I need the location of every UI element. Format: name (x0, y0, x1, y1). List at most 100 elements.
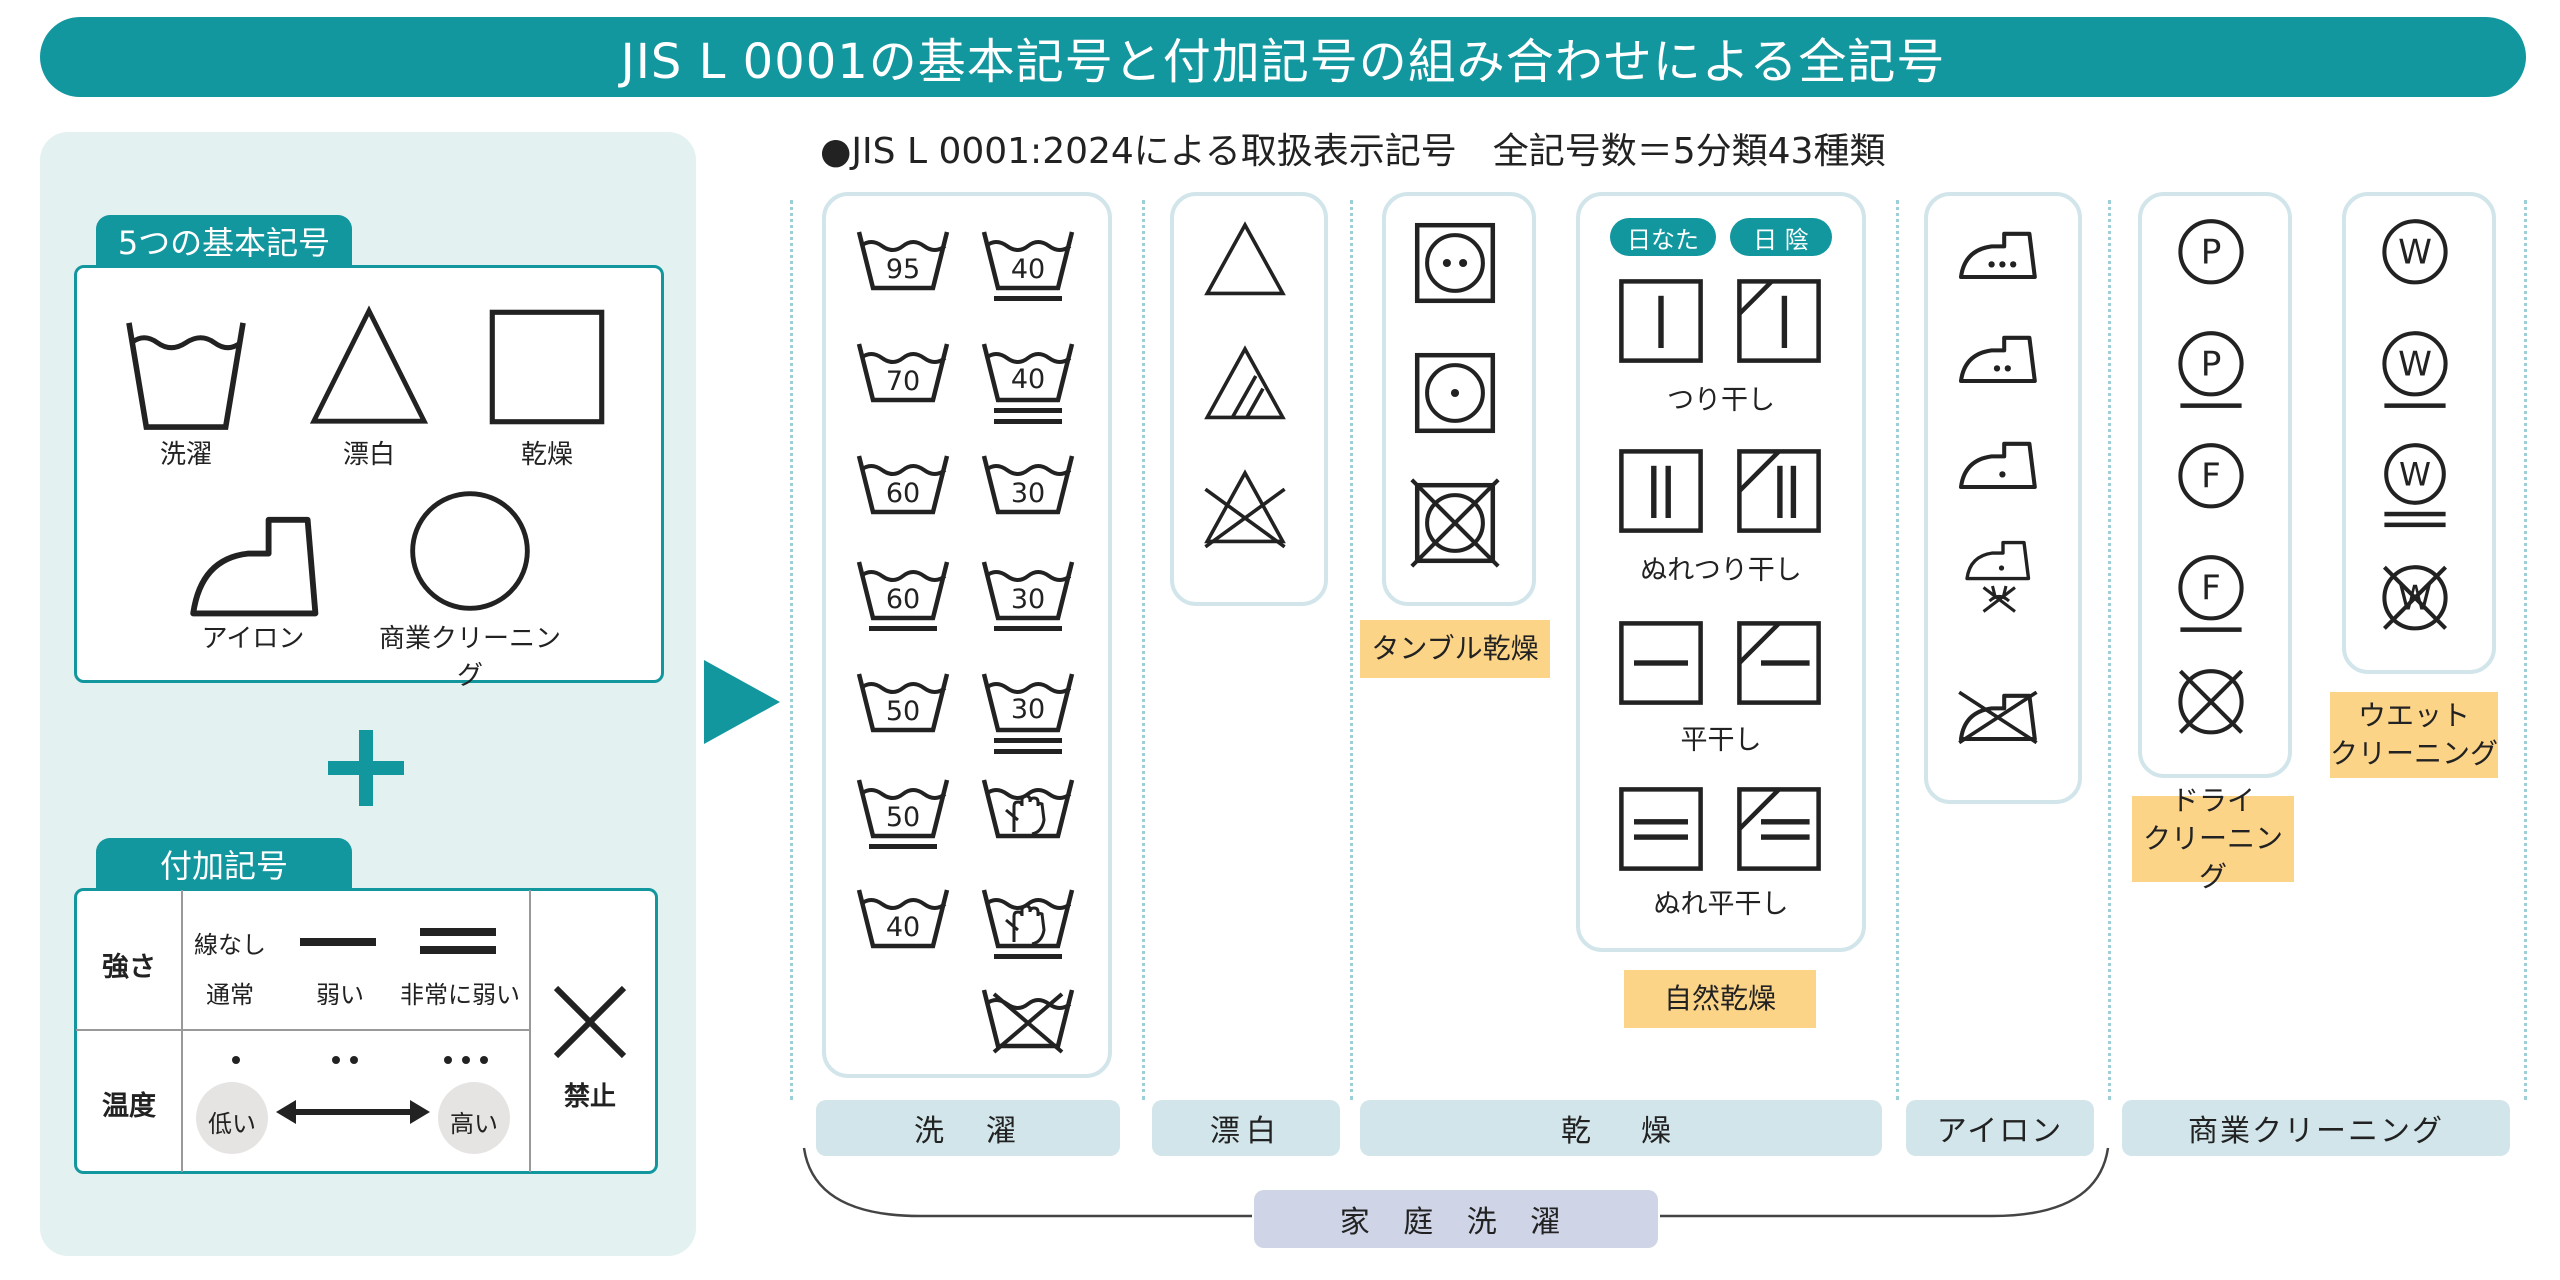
high-label: 高い (450, 1110, 498, 1138)
line-dry-label: つり干し (1667, 385, 1775, 416)
low-label: 低い (208, 1110, 256, 1138)
arrow-right-icon (704, 660, 780, 744)
wash-40-weak-icon: 40 (978, 214, 1078, 301)
do-not-wet-clean-icon: W (2382, 565, 2448, 631)
basic-drying-label: 乾燥 (520, 440, 573, 470)
bleaching-column (1170, 192, 1328, 606)
home-laundry-brace (802, 1147, 2110, 1218)
wash-60-icon: 60 (853, 438, 953, 538)
separator (1350, 200, 1353, 1100)
separator (2108, 200, 2111, 1100)
iron-medium-icon (1952, 318, 2042, 408)
prohibited-label: 禁止 (563, 1082, 616, 1112)
drip-dry-label: ぬれつり干し (1640, 555, 1802, 586)
drying-category: 乾 燥 (1360, 1100, 1882, 1156)
prohibited-x-icon (553, 985, 627, 1059)
page-title: JIS L 0001の基本記号と付加記号の組み合わせによる全記号 (40, 17, 2526, 97)
do-not-bleach-icon (1204, 469, 1286, 549)
ironing-iron-icon (190, 516, 319, 617)
flat-dry-shade-icon (1737, 621, 1821, 705)
basic-ironing-label: アイロン (201, 624, 305, 654)
hand-wash-icon (978, 762, 1078, 862)
dry-cleaning-note: ドライ クリーニング (2132, 784, 2294, 893)
very-weak-label: 非常に弱い (400, 981, 520, 1009)
separator (790, 200, 793, 1100)
dry-clean-p-icon: P (2178, 219, 2244, 285)
dry-cleaning-column (2138, 192, 2292, 778)
dry-flat-wet-icon (1619, 787, 1703, 871)
temperature-label: 温度 (102, 1091, 156, 1122)
basic-symbols-box (74, 265, 664, 683)
dry-flat-wet-shade-icon (1737, 787, 1821, 871)
hand-wash-weak-icon (978, 872, 1078, 959)
wet-clean-w-weak-icon: W (2382, 331, 2448, 408)
bleach-any-icon (1204, 221, 1286, 296)
wash-30-very-weak-icon: 30 (978, 656, 1078, 754)
svg-text:30: 30 (1011, 478, 1045, 509)
svg-text:60: 60 (886, 584, 920, 615)
dry-clean-f-icon: F (2178, 443, 2244, 509)
drip-dry-shade-icon (1737, 449, 1821, 533)
wash-50-icon: 50 (853, 656, 953, 756)
double-line-icon (420, 928, 496, 954)
wet-cleaning-note: ウエット クリーニング (2330, 692, 2498, 778)
wash-95-icon: 95 (853, 214, 953, 314)
svg-text:30: 30 (1011, 584, 1045, 615)
iron-low-icon (1952, 424, 2042, 514)
svg-text:W: W (2398, 345, 2432, 385)
svg-text:P: P (2201, 233, 2222, 273)
basic-cleaning-label: 商業クリーニング (378, 624, 561, 691)
iron-high-icon (1952, 214, 2042, 304)
svg-text:50: 50 (886, 696, 920, 727)
bleaching-triangle-icon (309, 305, 429, 424)
shade-badge: 日 陰 (1730, 218, 1832, 256)
bleaching-category: 漂白 (1152, 1100, 1340, 1156)
svg-text:95: 95 (886, 254, 920, 285)
tumble-dry-low-icon (1414, 352, 1496, 434)
wet-clean-w-very-weak-icon: W (2384, 443, 2446, 528)
oxygen-bleach-icon (1204, 345, 1286, 420)
svg-text:50: 50 (886, 802, 920, 833)
wet-flat-dry-label: ぬれ平干し (1653, 889, 1789, 920)
wash-30-icon: 30 (978, 438, 1078, 538)
normal-label: 通常 (206, 981, 254, 1009)
do-not-wash-icon (978, 972, 1078, 1054)
weak-label: 弱い (316, 981, 364, 1009)
dry-clean-p-weak-icon: P (2178, 331, 2244, 408)
basic-bleaching-label: 漂白 (342, 440, 395, 470)
svg-text:F: F (2201, 569, 2221, 609)
iron-no-steam-icon (1965, 540, 2031, 613)
svg-text:60: 60 (886, 478, 920, 509)
basic-symbols-heading: 5つの基本記号 (96, 215, 352, 267)
flat-dry-icon (1619, 621, 1703, 705)
strength-label: 強さ (102, 952, 156, 983)
svg-text:40: 40 (886, 912, 920, 943)
flat-dry-label: 平干し (1680, 725, 1762, 756)
wash-30-weak-icon: 30 (978, 544, 1078, 631)
svg-text:40: 40 (1011, 254, 1045, 285)
line-dry-shade-icon (1737, 279, 1821, 363)
plus-icon (328, 730, 404, 806)
line-dry-icon (1619, 279, 1703, 363)
wash-50-weak-icon: 50 (853, 762, 953, 849)
no-line-label: 線なし (194, 931, 266, 959)
commercial-cleaning-category: 商業クリーニング (2122, 1100, 2510, 1156)
svg-text:70: 70 (886, 366, 920, 397)
ironing-category: アイロン (1906, 1100, 2094, 1156)
dry-clean-f-weak-icon: F (2178, 555, 2244, 632)
svg-text:P: P (2201, 345, 2222, 385)
tumble-dry-high-icon (1414, 222, 1496, 304)
single-line-icon (300, 938, 376, 946)
washing-category: 洗 濯 (816, 1100, 1120, 1156)
separator (2524, 200, 2527, 1100)
tumble-drying-column (1382, 192, 1536, 606)
separator (1896, 200, 1899, 1100)
svg-text:W: W (2399, 456, 2431, 494)
svg-text:F: F (2201, 457, 2221, 497)
do-not-dry-clean-icon (2178, 669, 2244, 735)
svg-text:W: W (2398, 233, 2432, 273)
svg-text:40: 40 (1011, 364, 1045, 395)
cleaning-circle-icon (410, 491, 530, 611)
wet-clean-w-icon: W (2382, 219, 2448, 285)
basic-washing-label: 洗濯 (159, 440, 212, 470)
